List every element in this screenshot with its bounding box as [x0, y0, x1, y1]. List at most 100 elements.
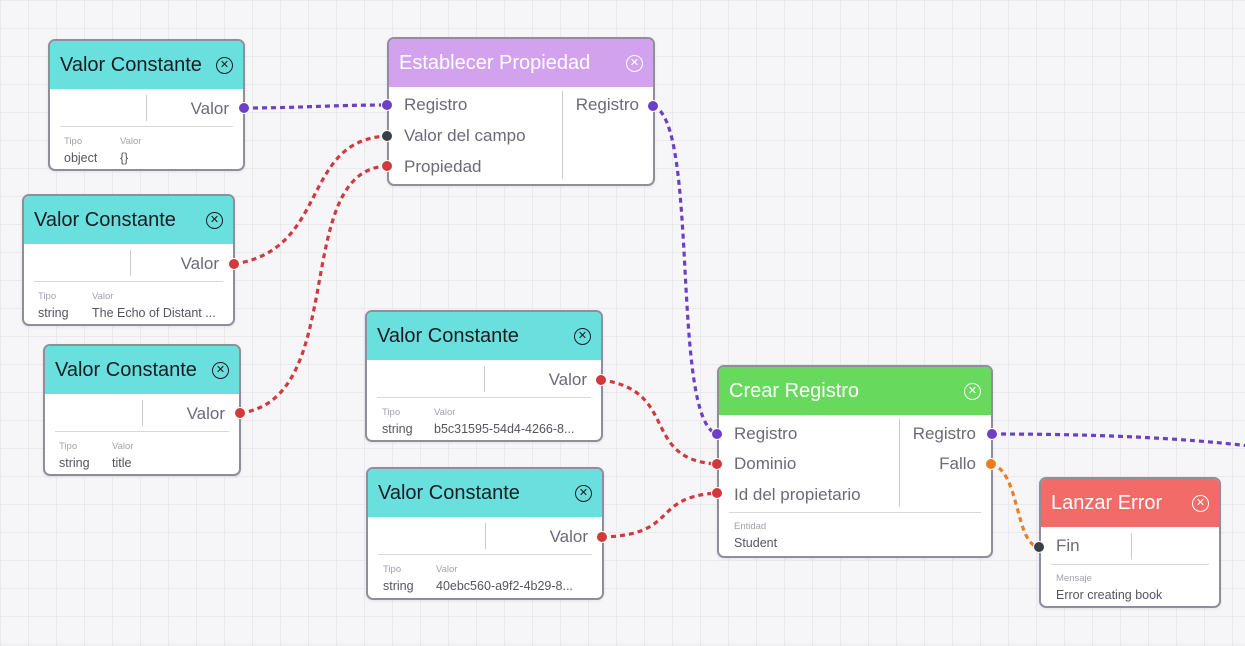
node-header[interactable]: Crear Registro ✕: [719, 367, 991, 415]
divider: [378, 554, 592, 555]
type-label: Tipo: [382, 407, 401, 418]
input-label-domain: Dominio: [734, 454, 797, 473]
port-in-create-record[interactable]: [711, 428, 723, 440]
column-divider: [562, 91, 563, 179]
port-out-created-record[interactable]: [986, 428, 998, 440]
close-icon[interactable]: ✕: [964, 382, 981, 400]
input-label-field-value: Valor del campo: [404, 126, 526, 145]
column-divider: [485, 523, 486, 549]
input-label-record: Registro: [404, 95, 468, 114]
value-label: Valor: [120, 136, 142, 147]
close-icon[interactable]: ✕: [626, 54, 643, 72]
node-header[interactable]: Lanzar Error ✕: [1041, 479, 1219, 527]
divider: [60, 126, 233, 127]
output-label-failure: Fallo: [939, 454, 976, 473]
type-label: Tipo: [59, 441, 78, 452]
entity-value: Student: [734, 536, 778, 550]
node-header[interactable]: Valor Constante ✕: [368, 469, 602, 517]
edge-created-record-out[interactable]: [991, 432, 1245, 448]
message-label: Mensaje: [1056, 573, 1092, 584]
node-header[interactable]: Valor Constante ✕: [367, 312, 601, 360]
type-value: object: [64, 151, 98, 165]
node-title: Lanzar Error: [1051, 491, 1163, 514]
node-header[interactable]: Establecer Propiedad ✕: [389, 39, 653, 87]
column-divider: [142, 400, 143, 426]
edge-string-to-field-value[interactable]: [233, 134, 388, 266]
node-title: Valor Constante: [55, 358, 197, 381]
port-in-owner-id[interactable]: [711, 487, 723, 499]
node-title: Valor Constante: [60, 53, 202, 76]
value-label: Valor: [434, 407, 456, 418]
edge-failure-to-throw-error[interactable]: [990, 462, 1040, 549]
node-constant-string[interactable]: Valor Constante ✕ Valor Tipo Valor strin…: [22, 194, 235, 326]
constant-value: b5c31595-54d4-4266-8...: [434, 422, 575, 436]
value-label: Valor: [92, 291, 114, 302]
constant-value: title: [112, 456, 132, 470]
input-label-record: Registro: [734, 424, 798, 443]
close-icon[interactable]: ✕: [206, 211, 223, 229]
node-constant-title[interactable]: Valor Constante ✕ Valor Tipo Valor strin…: [43, 344, 241, 476]
port-in-end[interactable]: [1033, 541, 1045, 553]
constant-value: {}: [120, 151, 129, 165]
node-header[interactable]: Valor Constante ✕: [45, 346, 239, 394]
value-label: Valor: [436, 564, 458, 575]
type-label: Tipo: [38, 291, 57, 302]
node-throw-error[interactable]: Lanzar Error ✕ Fin Mensaje Error creatin…: [1039, 477, 1221, 608]
edge-set-record-to-create-record[interactable]: [652, 104, 718, 436]
edge-object-to-set-record[interactable]: [243, 103, 388, 110]
close-icon[interactable]: ✕: [1192, 494, 1209, 512]
divider: [729, 512, 981, 513]
constant-value: The Echo of Distant ...: [92, 306, 216, 320]
column-divider: [1131, 533, 1132, 559]
column-divider: [484, 366, 485, 392]
close-icon[interactable]: ✕: [575, 484, 592, 502]
node-constant-uuid-2[interactable]: Valor Constante ✕ Valor Tipo Valor strin…: [366, 467, 604, 600]
node-constant-object[interactable]: Valor Constante ✕ Valor Tipo Valor objec…: [48, 39, 245, 171]
node-title: Valor Constante: [378, 481, 520, 504]
port-out-object[interactable]: [238, 102, 250, 114]
port-in-set-record[interactable]: [381, 99, 393, 111]
port-out-title[interactable]: [234, 407, 246, 419]
node-header[interactable]: Valor Constante ✕: [50, 41, 243, 89]
divider: [377, 397, 591, 398]
port-in-property[interactable]: [381, 160, 393, 172]
output-label: Valor: [186, 404, 225, 423]
message-value: Error creating book: [1056, 588, 1163, 602]
column-divider: [130, 250, 131, 276]
port-out-failure[interactable]: [985, 458, 997, 470]
edge-uuid2-to-owner[interactable]: [601, 491, 718, 539]
type-value: string: [383, 579, 414, 593]
port-out-uuid-2[interactable]: [596, 531, 608, 543]
node-constant-uuid-1[interactable]: Valor Constante ✕ Valor Tipo Valor strin…: [365, 310, 603, 442]
output-label: Valor: [190, 99, 229, 118]
node-set-property[interactable]: Establecer Propiedad ✕ Registro Valor de…: [387, 37, 655, 186]
close-icon[interactable]: ✕: [216, 56, 233, 74]
divider: [55, 431, 229, 432]
port-out-uuid-1[interactable]: [595, 374, 607, 386]
node-title: Crear Registro: [729, 379, 860, 402]
divider: [1051, 564, 1209, 565]
port-in-field-value[interactable]: [381, 130, 393, 142]
type-value: string: [59, 456, 90, 470]
close-icon[interactable]: ✕: [574, 327, 591, 345]
type-label: Tipo: [64, 136, 83, 147]
output-label-record: Registro: [912, 424, 976, 443]
divider: [34, 281, 223, 282]
output-label: Valor: [180, 254, 219, 273]
edge-uuid1-to-domain[interactable]: [600, 378, 718, 466]
node-header[interactable]: Valor Constante ✕: [24, 196, 233, 244]
type-value: string: [38, 306, 69, 320]
input-label-end: Fin: [1056, 536, 1080, 555]
port-out-string[interactable]: [228, 258, 240, 270]
output-label: Valor: [549, 527, 588, 546]
port-in-domain[interactable]: [711, 458, 723, 470]
output-label-record: Registro: [575, 95, 639, 114]
node-title: Valor Constante: [34, 208, 176, 231]
value-label: Valor: [112, 441, 134, 452]
node-create-record[interactable]: Crear Registro ✕ Registro Dominio Id del…: [717, 365, 993, 558]
node-title: Valor Constante: [377, 324, 519, 347]
port-out-set-record[interactable]: [647, 100, 659, 112]
close-icon[interactable]: ✕: [212, 361, 229, 379]
node-title: Establecer Propiedad: [399, 51, 591, 74]
column-divider: [146, 95, 147, 121]
